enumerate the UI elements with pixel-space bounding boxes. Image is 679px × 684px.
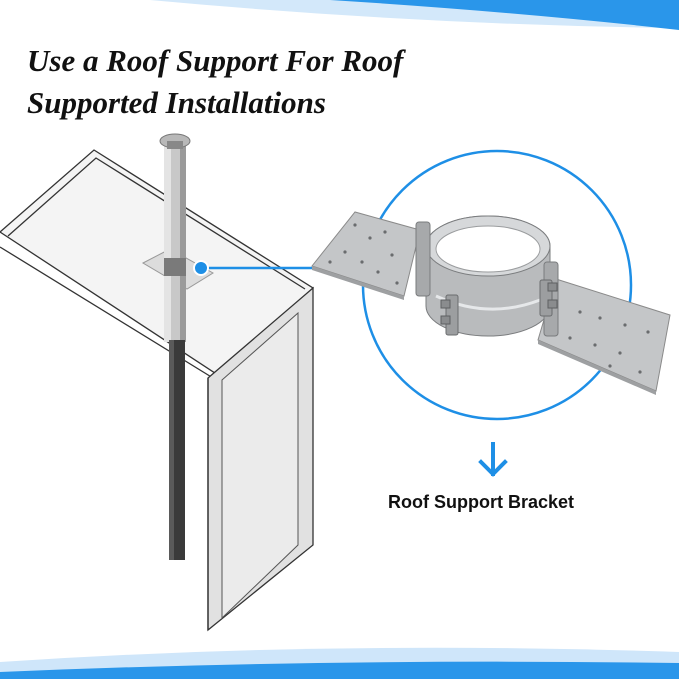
bracket-caption: Roof Support Bracket <box>388 492 575 512</box>
top-swoosh <box>330 0 679 30</box>
page-headline: Use a Roof Support For Roof Supported In… <box>27 40 403 124</box>
bracket-graphic <box>311 211 671 395</box>
wall <box>207 286 314 632</box>
bottom-swoosh <box>0 661 679 679</box>
headline-line-1: Use a Roof Support For Roof <box>27 43 404 78</box>
chimney-pipe <box>159 133 191 560</box>
callout-dot-icon <box>193 260 209 276</box>
headline-line-2: Supported Installations <box>27 85 326 120</box>
down-arrow-icon <box>478 442 508 477</box>
